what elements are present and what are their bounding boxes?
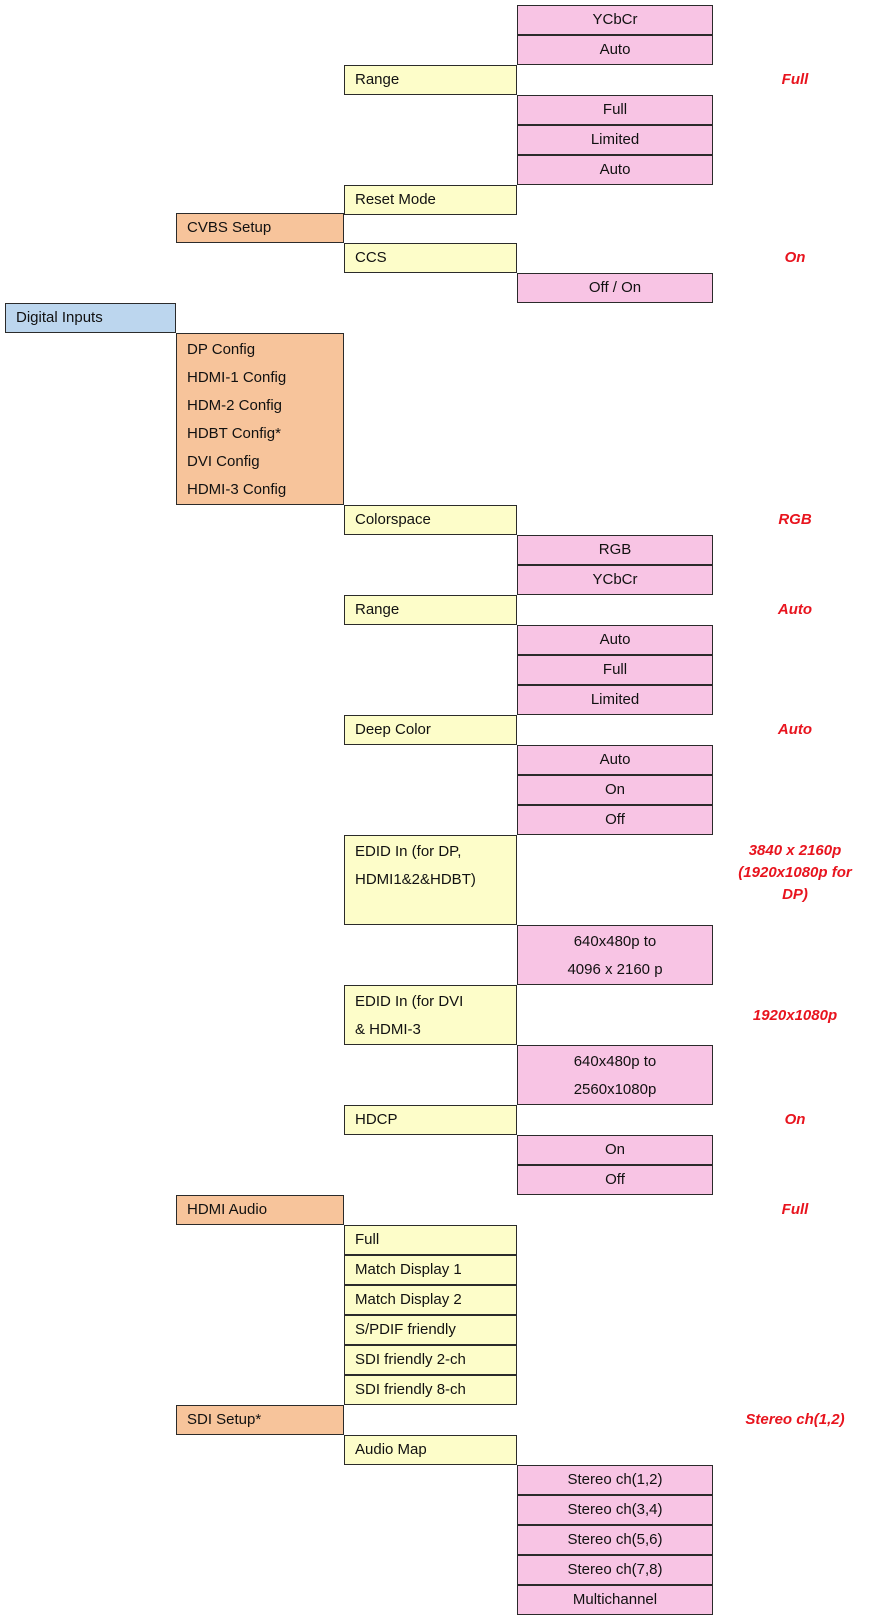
option-on: On — [517, 775, 713, 805]
default-deep-color: Auto — [777, 721, 813, 738]
menu-sdi-setup: SDI Setup* — [176, 1405, 344, 1435]
audio-option-spdif-friendly: S/PDIF friendly — [344, 1315, 517, 1345]
menu-range: Range — [344, 65, 517, 95]
option-auto: Auto — [517, 35, 713, 65]
option-rgb: RGB — [517, 535, 713, 565]
option-full: Full — [517, 655, 713, 685]
menu-range: Range — [344, 595, 517, 625]
menu-colorspace: Colorspace — [344, 505, 517, 535]
option-limited: Limited — [517, 125, 713, 155]
default-colorspace: RGB — [778, 511, 812, 528]
edid-default-line-3: DP) — [782, 886, 808, 903]
edid-b-option-line-1: 640x480p to — [573, 1053, 657, 1070]
default-range: Auto — [777, 601, 813, 618]
edid-label-line-2: HDMI1&2&HDBT) — [355, 871, 476, 888]
default-ccs: On — [784, 249, 806, 266]
default-hdcp: On — [784, 1111, 806, 1128]
menu-config-group: DP Config HDMI-1 Config HDM-2 Config HDB… — [176, 333, 344, 505]
config-hdmi-3: HDMI-3 Config — [187, 481, 287, 498]
option-stereo-7-8: Stereo ch(7,8) — [517, 1555, 713, 1585]
config-dvi: DVI Config — [187, 453, 260, 470]
option-stereo-1-2: Stereo ch(1,2) — [517, 1465, 713, 1495]
edid-b-label-line-2: & HDMI-3 — [355, 1021, 421, 1038]
config-hdm-2: HDM-2 Config — [187, 397, 283, 414]
audio-option-match-display-2: Match Display 2 — [344, 1285, 517, 1315]
option-auto: Auto — [517, 625, 713, 655]
edid-default-line-2: (1920x1080p for — [738, 864, 852, 881]
default-range: Full — [781, 71, 809, 88]
menu-hdcp: HDCP — [344, 1105, 517, 1135]
option-full: Full — [517, 95, 713, 125]
config-hdbt: HDBT Config* — [187, 425, 281, 442]
option-multichannel: Multichannel — [517, 1585, 713, 1615]
option-ycbcr: YCbCr — [517, 5, 713, 35]
menu-hdmi-audio: HDMI Audio — [176, 1195, 344, 1225]
edid-b-option-line-2: 2560x1080p — [573, 1081, 657, 1098]
menu-ccs: CCS — [344, 243, 517, 273]
option-off-on: Off / On — [517, 273, 713, 303]
edid-option-line-1: 640x480p to — [573, 933, 657, 950]
default-edid-in-dvi-hdmi3: 1920x1080p — [752, 1007, 838, 1024]
edid-label-line-1: EDID In (for DP, — [355, 843, 462, 860]
audio-option-sdi-8ch: SDI friendly 8-ch — [344, 1375, 517, 1405]
option-stereo-5-6: Stereo ch(5,6) — [517, 1525, 713, 1555]
menu-digital-inputs: Digital Inputs — [5, 303, 176, 333]
option-auto: Auto — [517, 155, 713, 185]
edid-option-line-2: 4096 x 2160 p — [567, 961, 663, 978]
menu-cvbs-setup: CVBS Setup — [176, 213, 344, 243]
option-off: Off — [517, 805, 713, 835]
option-ycbcr: YCbCr — [517, 565, 713, 595]
option-edid-range-4096: 640x480p to 4096 x 2160 p — [517, 925, 713, 985]
menu-deep-color: Deep Color — [344, 715, 517, 745]
option-limited: Limited — [517, 685, 713, 715]
default-hdmi-audio: Full — [781, 1201, 809, 1218]
config-hdmi-1: HDMI-1 Config — [187, 369, 287, 386]
menu-edid-in-dp-hdmi-hdbt: EDID In (for DP, HDMI1&2&HDBT) — [344, 835, 517, 925]
audio-option-sdi-2ch: SDI friendly 2-ch — [344, 1345, 517, 1375]
option-off: Off — [517, 1165, 713, 1195]
menu-edid-in-dvi-hdmi3: EDID In (for DVI & HDMI-3 — [344, 985, 517, 1045]
option-on: On — [517, 1135, 713, 1165]
option-edid-range-2560: 640x480p to 2560x1080p — [517, 1045, 713, 1105]
menu-reset-mode: Reset Mode — [344, 185, 517, 215]
menu-audio-map: Audio Map — [344, 1435, 517, 1465]
edid-default-line-1: 3840 x 2160p — [748, 842, 842, 859]
audio-option-match-display-1: Match Display 1 — [344, 1255, 517, 1285]
option-stereo-3-4: Stereo ch(3,4) — [517, 1495, 713, 1525]
audio-option-full: Full — [344, 1225, 517, 1255]
default-sdi-setup: Stereo ch(1,2) — [745, 1411, 845, 1428]
default-edid-in-dp-hdmi-hdbt: 3840 x 2160p (1920x1080p for DP) — [710, 840, 880, 906]
option-auto: Auto — [517, 745, 713, 775]
edid-b-label-line-1: EDID In (for DVI — [355, 993, 464, 1010]
config-dp: DP Config — [187, 341, 256, 358]
